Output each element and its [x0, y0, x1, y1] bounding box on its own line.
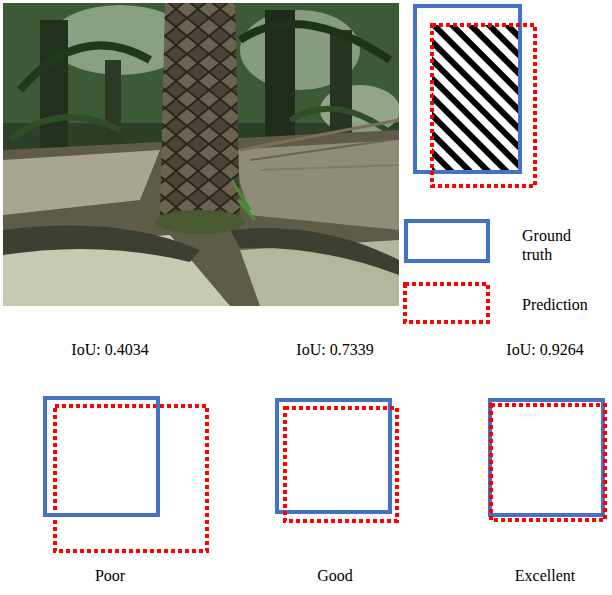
quality-label: Excellent	[515, 566, 575, 585]
iou-value: IoU: 0.4034	[71, 340, 148, 359]
ground-truth-swatch	[406, 221, 488, 261]
legend-text: Prediction	[522, 295, 594, 314]
iou-value: IoU: 0.9264	[506, 340, 583, 359]
iou-illustration	[415, 6, 535, 186]
plantation-photo	[3, 3, 399, 306]
legend-text: Ground truth	[522, 226, 594, 264]
excellent-example	[490, 400, 605, 520]
prediction-swatch	[405, 284, 488, 322]
iou-value: IoU: 0.7339	[296, 340, 373, 359]
poor-example	[45, 398, 207, 551]
good-example	[277, 400, 397, 521]
quality-label: Good	[317, 566, 353, 585]
quality-label: Poor	[95, 566, 125, 585]
